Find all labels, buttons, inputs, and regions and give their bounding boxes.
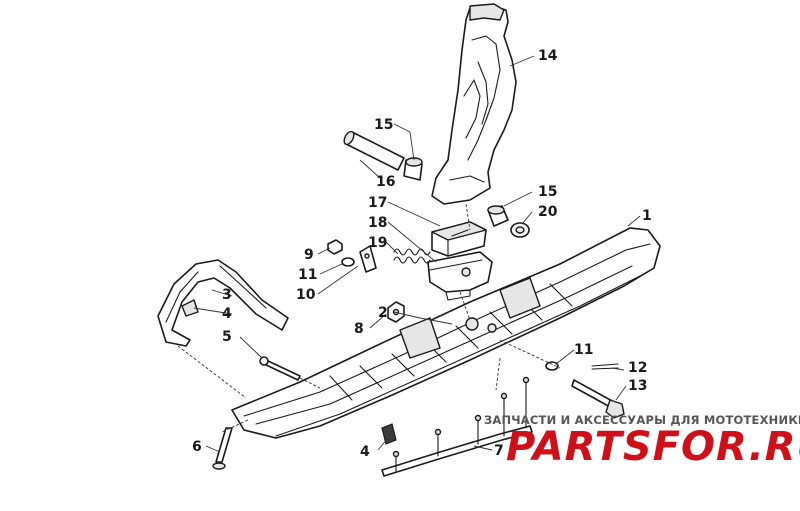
- washer-part: [510, 222, 530, 238]
- callout-19: 19: [368, 235, 387, 251]
- leader-lines: [177, 55, 641, 453]
- callout-6: 6: [192, 439, 202, 455]
- bolt-part: [259, 356, 301, 381]
- callout-20: 20: [538, 204, 558, 220]
- callout-17: 17: [368, 195, 387, 211]
- washer-small-part: [341, 257, 355, 267]
- callout-15-upper: 15: [374, 117, 393, 133]
- spring-anchor-part: [359, 245, 377, 273]
- damper-block-part: [431, 221, 487, 257]
- callout-15-lower: 15: [538, 184, 557, 200]
- callout-2: 2: [378, 305, 388, 321]
- callout-1: 1: [642, 208, 652, 224]
- callout-16: 16: [376, 174, 395, 190]
- callout-7: 7: [494, 443, 504, 459]
- callout-11-upper: 11: [298, 267, 317, 283]
- callout-13: 13: [628, 378, 647, 394]
- callout-4-lower: 4: [360, 444, 370, 460]
- pin-part: [343, 130, 405, 171]
- watermark-tagline: ЗАПЧАСТИ И АКСЕССУАРЫ ДЛЯ МОТОТЕХНИКИ: [484, 413, 800, 427]
- callout-12: 12: [628, 360, 647, 376]
- bracket-part: [427, 251, 493, 301]
- callout-14: 14: [538, 48, 558, 64]
- washer-lower-part: [545, 361, 559, 371]
- callout-4-upper: 4: [222, 306, 232, 322]
- callout-18: 18: [368, 215, 387, 231]
- callout-labels: 1 2 3 4 5 6 7 8 9 10 11 11 12 13 14 15 1…: [192, 48, 652, 460]
- spring-part: [393, 248, 431, 264]
- callout-3: 3: [222, 287, 232, 303]
- handle-loop-part: [157, 259, 289, 347]
- wear-bar-part: [381, 376, 533, 477]
- watermark-brand: PARTSFOR.RU: [506, 424, 800, 470]
- ski-body-part: [231, 227, 661, 439]
- callout-9: 9: [304, 247, 314, 263]
- bushing-upper-part: [403, 157, 423, 181]
- callout-10: 10: [296, 287, 316, 303]
- cap-lower-part: [381, 423, 397, 445]
- callout-8: 8: [354, 321, 364, 337]
- watermark: ЗАПЧАСТИ И АКСЕССУАРЫ ДЛЯ МОТОТЕХНИКИ PA…: [484, 413, 800, 470]
- nut-small-part: [327, 239, 343, 255]
- spindle-part: [431, 3, 517, 205]
- bushing-lower-part: [487, 205, 509, 227]
- cap-upper-part: [181, 299, 199, 317]
- callout-11-lower: 11: [574, 342, 593, 358]
- bolt-lower-part: [571, 379, 625, 419]
- callout-5: 5: [222, 329, 232, 345]
- screw-part: [212, 427, 233, 470]
